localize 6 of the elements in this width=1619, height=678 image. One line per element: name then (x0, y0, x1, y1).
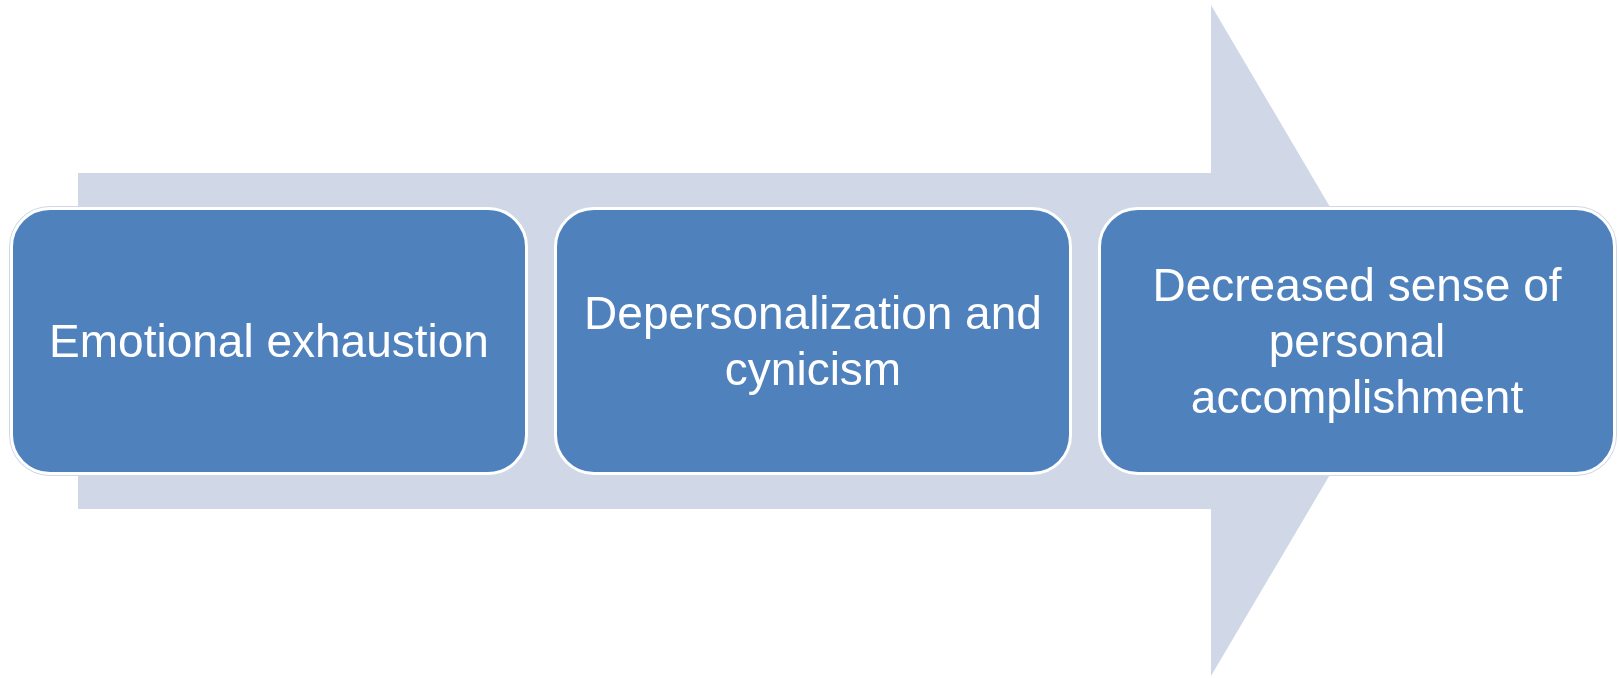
process-box (10, 207, 528, 475)
process-box (1098, 207, 1616, 475)
process-box (554, 207, 1072, 475)
step-label: Emotional exhaustion (49, 313, 489, 369)
step-label: Decreased sense of personal accomplishment (1151, 257, 1563, 426)
step-label: Depersonalization and cynicism (583, 285, 1043, 397)
